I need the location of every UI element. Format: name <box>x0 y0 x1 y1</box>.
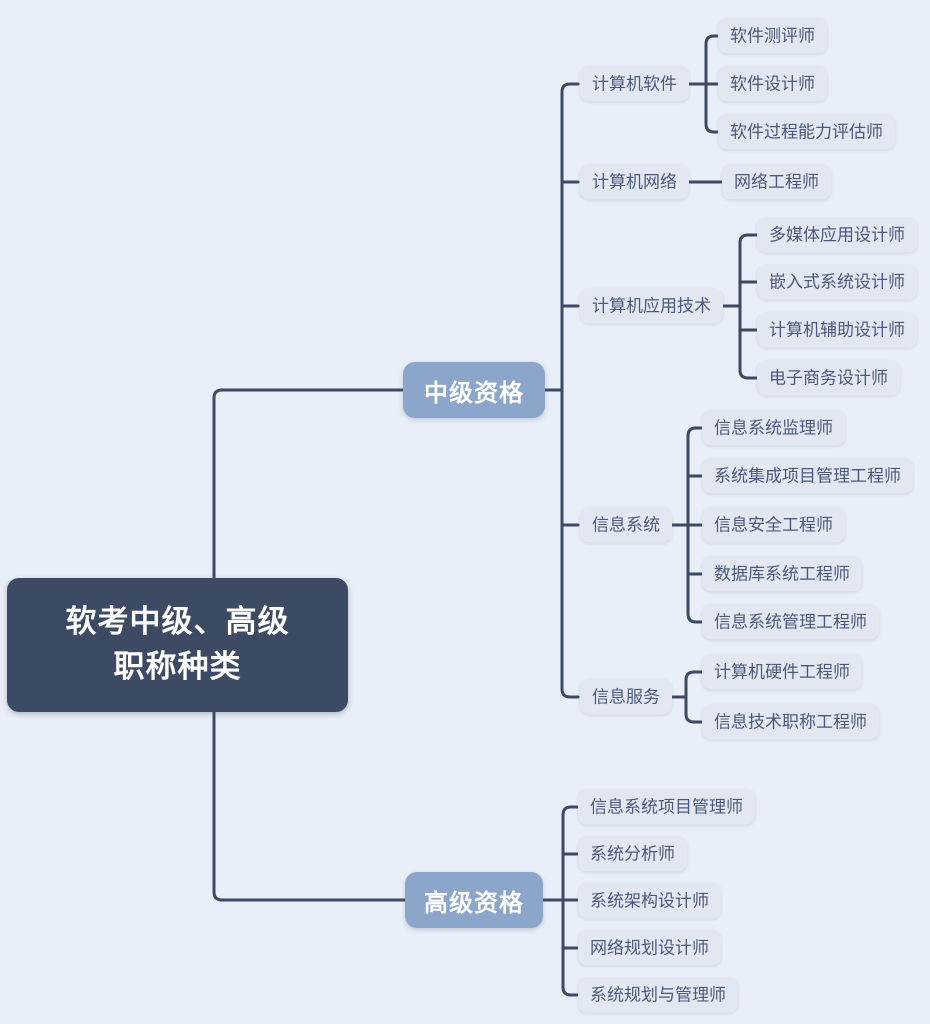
category-node-computer-application-technology: 计算机应用技术 <box>580 288 723 324</box>
category-node-computer-network: 计算机网络 <box>580 164 689 200</box>
leaf-node-e-commerce-designer: 电子商务设计师 <box>757 360 900 396</box>
leaf-node-software-designer: 软件设计师 <box>718 66 827 102</box>
edge-information-service-trunk <box>684 670 704 724</box>
branch-node-advanced: 高级资格 <box>405 872 543 928</box>
edge-information-system-trunk <box>686 426 704 624</box>
leaf-node-software-evaluator: 软件测评师 <box>718 18 827 54</box>
leaf-node-system-analyst: 系统分析师 <box>578 836 687 872</box>
category-node-computer-software: 计算机软件 <box>580 66 689 102</box>
leaf-node-system-architect-designer: 系统架构设计师 <box>578 883 721 919</box>
edge-application-tech-trunk <box>738 233 759 380</box>
leaf-node-computer-hardware-engineer: 计算机硬件工程师 <box>702 654 862 690</box>
root-label-line1: 软考中级、高级 <box>65 604 290 640</box>
leaf-node-system-planning-and-management-engineer: 系统规划与管理师 <box>578 977 738 1013</box>
leaf-node-system-integration-pm-engineer: 系统集成项目管理工程师 <box>702 458 913 494</box>
edge-root-to-advanced <box>212 710 407 902</box>
leaf-node-multimedia-application-designer: 多媒体应用设计师 <box>757 217 917 253</box>
leaf-node-network-engineer: 网络工程师 <box>722 164 831 200</box>
leaf-node-software-process-capability-assessor: 软件过程能力评估师 <box>718 114 895 150</box>
branch-node-intermediate: 中级资格 <box>403 362 545 418</box>
leaf-node-network-planning-designer: 网络规划设计师 <box>578 930 721 966</box>
leaf-node-information-system-supervisor: 信息系统监理师 <box>702 410 845 446</box>
root-node: 软考中级、高级 职称种类 <box>7 578 348 712</box>
leaf-node-information-security-engineer: 信息安全工程师 <box>702 507 845 543</box>
root-label-line2: 职称种类 <box>113 649 242 684</box>
leaf-node-database-system-engineer: 数据库系统工程师 <box>702 556 862 592</box>
edge-advanced-trunk <box>561 805 580 997</box>
leaf-node-information-system-project-manager: 信息系统项目管理师 <box>578 789 755 825</box>
edge-root-to-intermediate <box>212 388 405 580</box>
category-node-information-service: 信息服务 <box>580 679 672 715</box>
edge-intermediate-trunk <box>560 82 580 699</box>
leaf-node-computer-aided-designer: 计算机辅助设计师 <box>757 312 917 348</box>
leaf-node-embedded-system-designer: 嵌入式系统设计师 <box>757 264 917 300</box>
edge-computer-software-trunk <box>704 34 720 134</box>
leaf-node-information-system-management-engineer: 信息系统管理工程师 <box>702 604 879 640</box>
category-node-information-system: 信息系统 <box>580 507 672 543</box>
leaf-node-information-technology-title-engineer: 信息技术职称工程师 <box>702 704 879 740</box>
